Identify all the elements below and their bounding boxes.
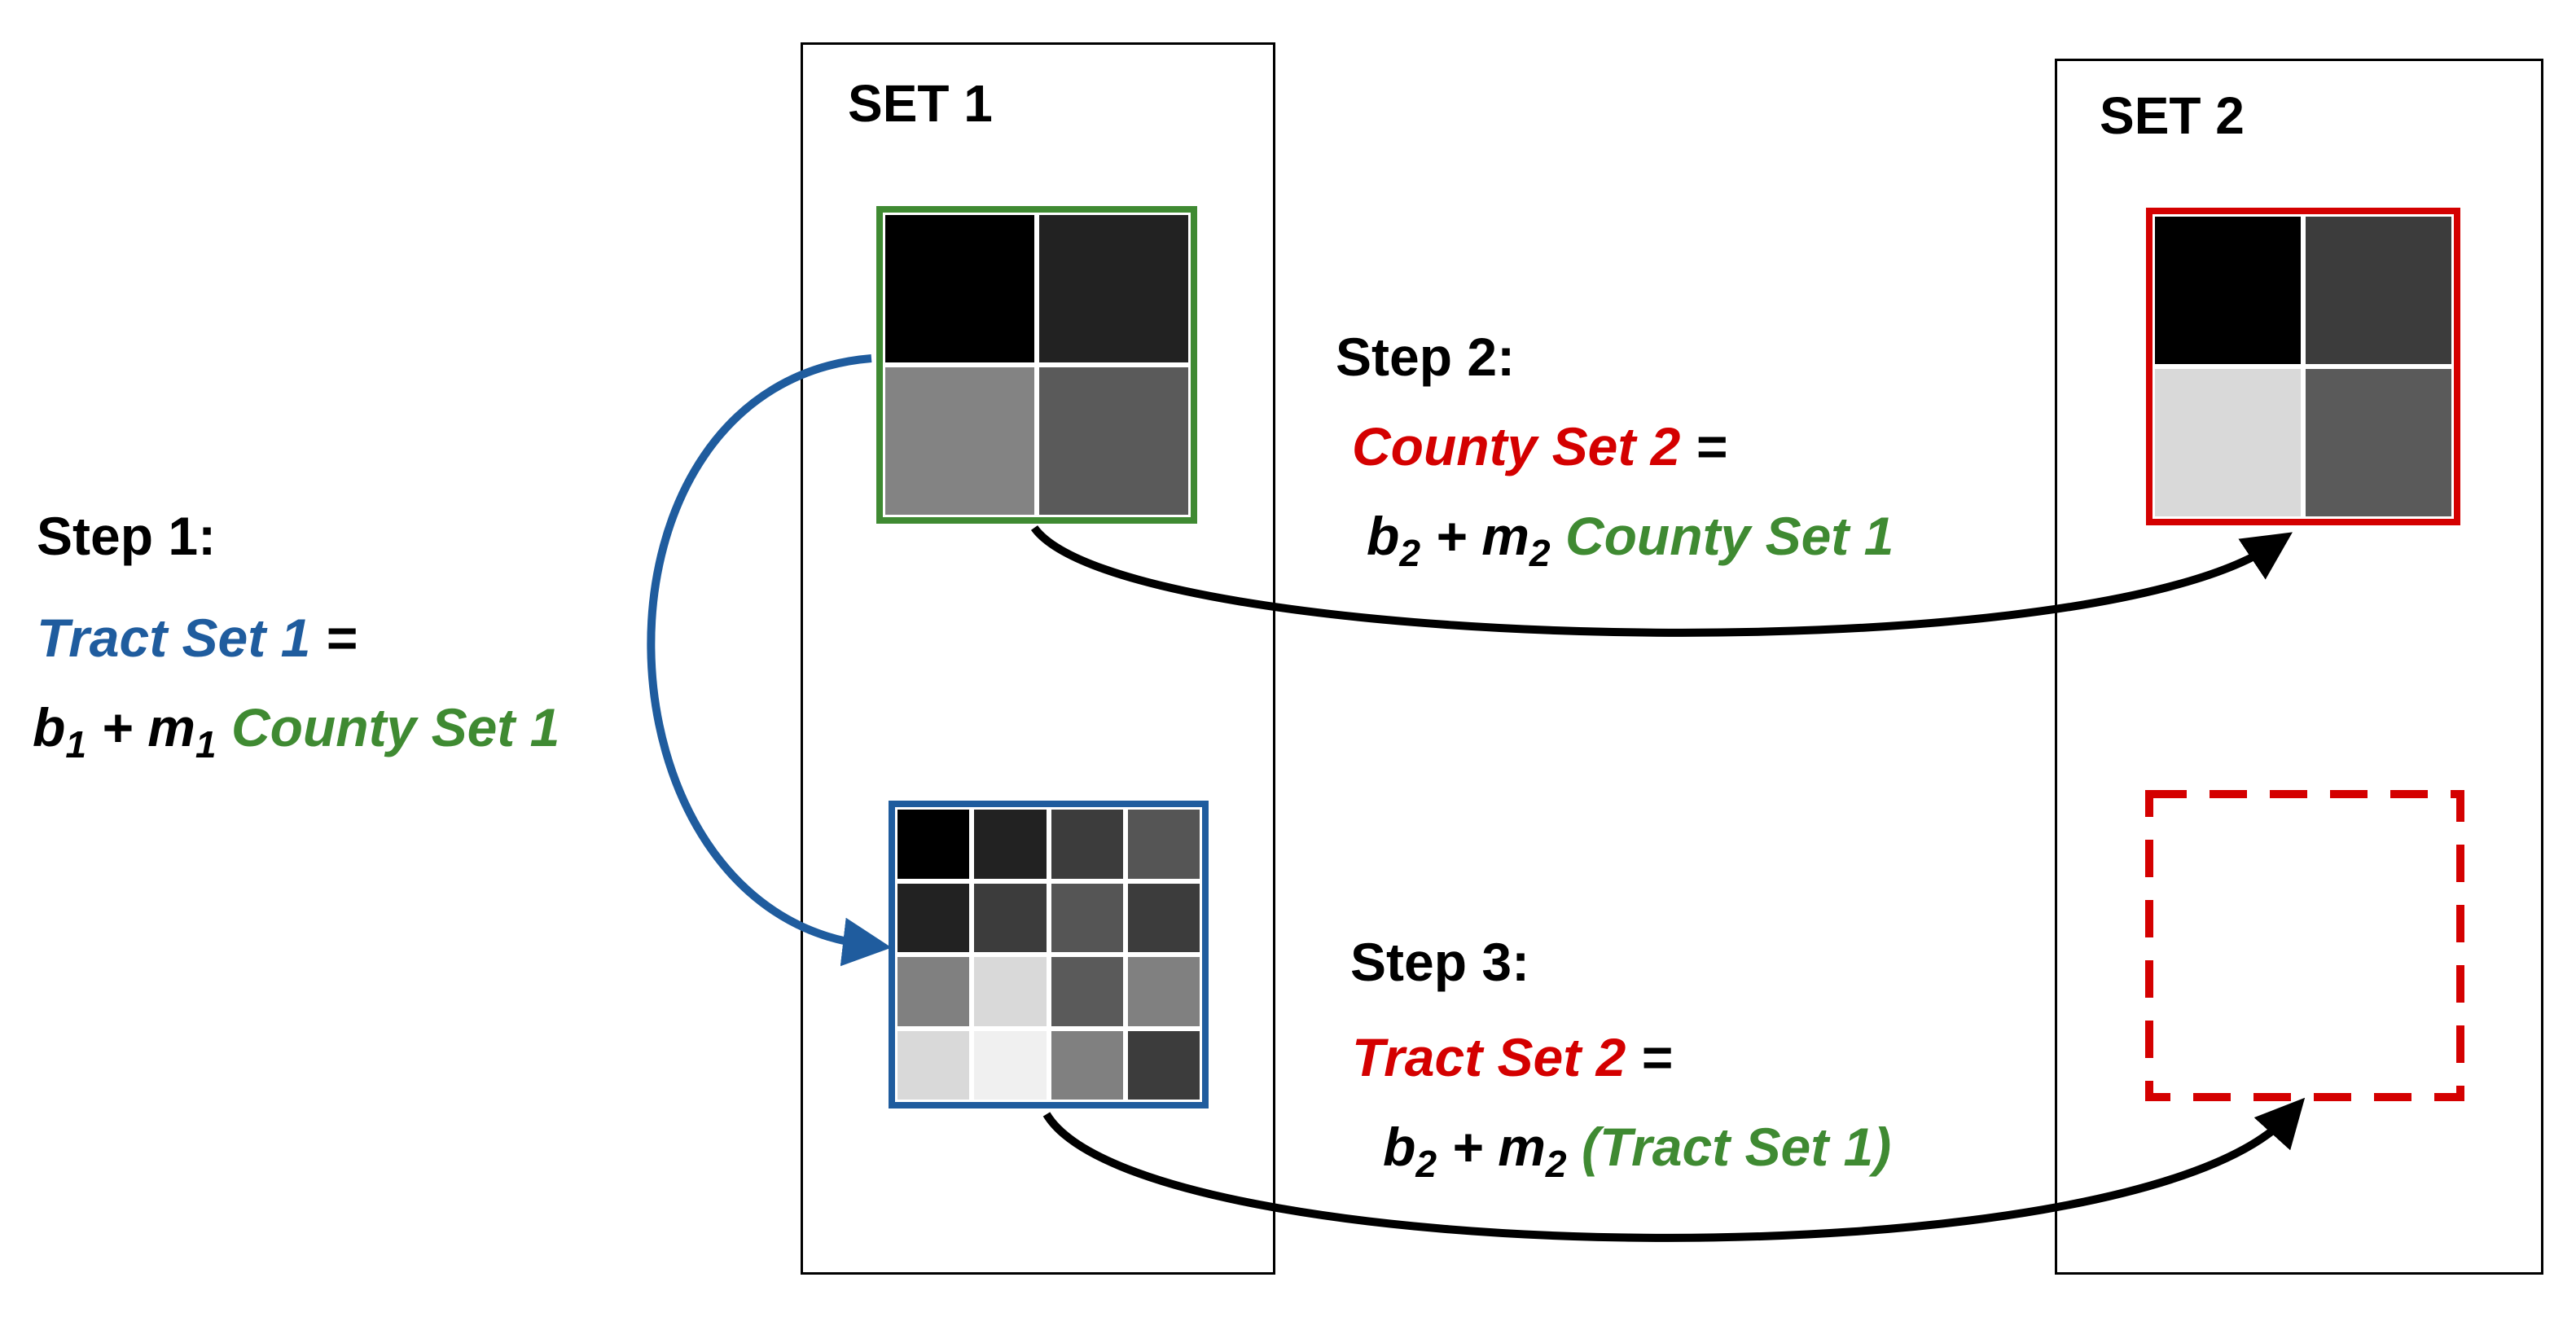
- step1-m: m: [147, 697, 195, 757]
- set1-tract-cell: [895, 807, 972, 881]
- set2-county-cell: [2303, 367, 2454, 519]
- step1-b-sub: 1: [65, 722, 87, 766]
- set1-tract-cell: [1125, 807, 1202, 881]
- set1-county-cell: [883, 213, 1037, 365]
- set1-county-cell: [1037, 213, 1191, 365]
- step3-lhs: Tract Set 2: [1352, 1027, 1626, 1087]
- step2-plus: +: [1420, 506, 1482, 566]
- set2-county-cell: [2153, 214, 2303, 367]
- set1-tract-grid: [889, 801, 1209, 1108]
- set2-tract-placeholder: [2145, 790, 2464, 1101]
- step1-m-sub: 1: [195, 722, 217, 766]
- step2-heading: Step 2:: [1336, 327, 1516, 387]
- step3-arrow: [1042, 1097, 2306, 1242]
- step1-equation-line2: b1 + m1 County Set 1: [33, 697, 560, 763]
- set2-county-grid: [2146, 208, 2460, 525]
- step1-b: b: [33, 697, 66, 757]
- set1-county-grid: [876, 206, 1197, 524]
- set1-tract-cell: [895, 880, 972, 955]
- set1-tract-cell: [1125, 1028, 1202, 1102]
- step1-lhs: Tract Set 1: [37, 608, 311, 668]
- step2-equation-line2: b2 + m2 County Set 1: [1367, 506, 1894, 572]
- step3-plus: +: [1437, 1117, 1499, 1177]
- set1-tract-cell: [895, 1028, 972, 1102]
- step1-equation-line1: Tract Set 1 =: [37, 611, 357, 665]
- step3-equation-line2: b2 + m2 (Tract Set 1): [1383, 1117, 1892, 1183]
- step2-m: m: [1481, 506, 1529, 566]
- step3-b: b: [1383, 1117, 1416, 1177]
- step3-equation-line1: Tract Set 2 =: [1352, 1030, 1672, 1084]
- step3-m-sub: 2: [1545, 1142, 1567, 1185]
- step1-plus: +: [86, 697, 148, 757]
- step2-b: b: [1367, 506, 1400, 566]
- set2-county-cell: [2303, 214, 2454, 367]
- step3-eq: =: [1626, 1027, 1673, 1087]
- set1-tract-cell: [1125, 955, 1202, 1029]
- set1-county-cell: [883, 365, 1037, 517]
- step3-b-sub: 2: [1415, 1142, 1437, 1185]
- set1-tract-cell: [1048, 1028, 1126, 1102]
- set2-county-cell: [2153, 367, 2303, 519]
- step3-heading: Step 3:: [1350, 932, 1530, 992]
- step2-m-sub: 2: [1529, 531, 1551, 574]
- set1-title: SET 1: [848, 74, 993, 133]
- step3-rhs: (Tract Set 1): [1581, 1117, 1892, 1177]
- set2-title: SET 2: [2100, 86, 2245, 145]
- set1-tract-cell: [972, 807, 1049, 881]
- step2-arrow: [1030, 525, 2293, 637]
- step2-eq: =: [1680, 416, 1727, 476]
- set1-tract-cell: [895, 955, 972, 1029]
- step2-b-sub: 2: [1399, 531, 1421, 574]
- set1-tract-cell: [1048, 880, 1126, 955]
- step3-m: m: [1498, 1117, 1546, 1177]
- set1-county-cell: [1037, 365, 1191, 517]
- step1-heading: Step 1:: [37, 506, 217, 566]
- set1-tract-cell: [1048, 807, 1126, 881]
- step1-arrow: [647, 354, 892, 967]
- set1-tract-cell: [972, 880, 1049, 955]
- step1-rhs: County Set 1: [230, 697, 560, 757]
- set1-tract-cell: [972, 1028, 1049, 1102]
- step1-eq: =: [310, 608, 358, 668]
- set1-tract-cell: [1125, 880, 1202, 955]
- step2-lhs: County Set 2: [1352, 416, 1681, 476]
- set1-tract-cell: [1048, 955, 1126, 1029]
- step2-rhs: County Set 1: [1564, 506, 1894, 566]
- step2-equation-line1: County Set 2 =: [1352, 419, 1727, 473]
- set1-tract-cell: [972, 955, 1049, 1029]
